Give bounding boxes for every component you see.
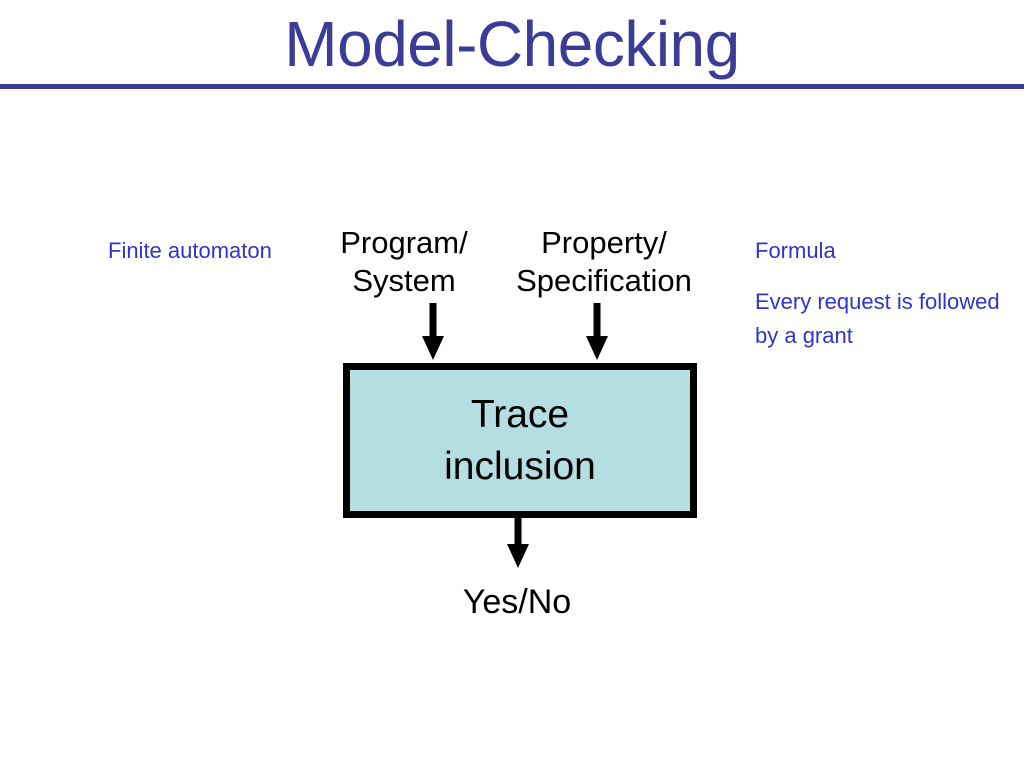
process-box-label: Trace inclusion	[444, 392, 596, 488]
arrow-down-icon-result	[507, 516, 529, 568]
annotation-formula: Formula	[755, 238, 836, 263]
diagram-output-yes-no: Yes/No	[462, 583, 572, 621]
arrow-down-icon-program	[422, 303, 444, 360]
annotation-formula-example: Every request is followed by a grant	[755, 289, 1000, 348]
page-title: Model-Checking	[284, 8, 740, 80]
diagram-input-program-system: Program/ System	[340, 225, 468, 298]
diagram-input-property-specification: Property/ Specification	[516, 225, 692, 298]
title-divider	[0, 84, 1024, 89]
arrow-down-icon-property	[586, 303, 608, 360]
annotation-finite-automaton: Finite automaton	[108, 238, 272, 263]
process-box-trace-inclusion: Trace inclusion	[343, 363, 697, 518]
